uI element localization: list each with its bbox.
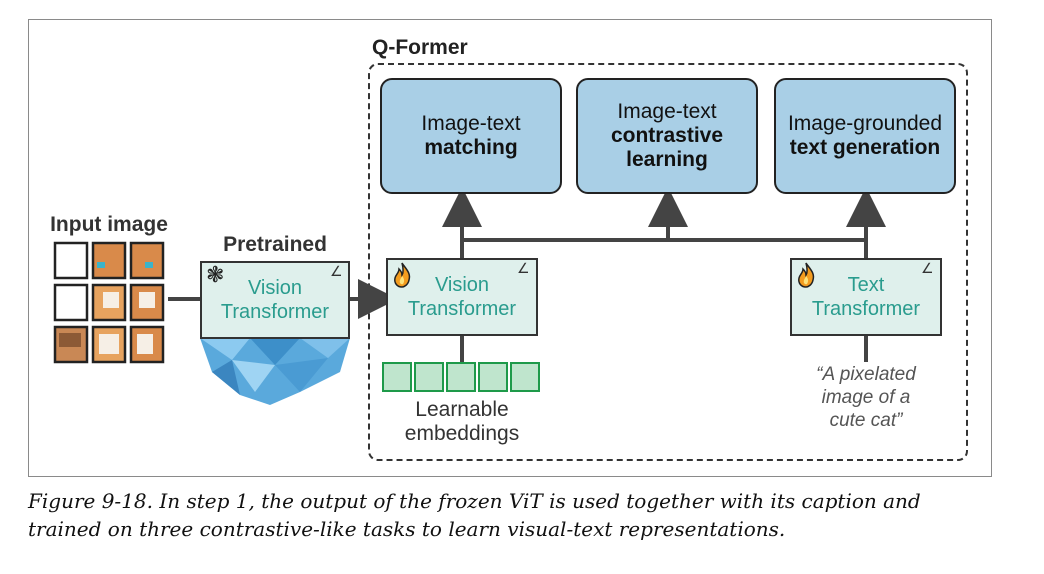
chart-icon: ∠ [517,260,530,276]
embeddings-label-line2: embeddings [404,422,520,446]
transformer-line1: Vision [434,274,490,296]
embedding-cell [414,362,444,392]
task-image-text-matching: Image-text matching [380,78,562,194]
task-line1: Image-text [617,99,717,123]
task-line2: matching [424,136,518,159]
text-caption-quote: “A pixelated image of a cute cat” [790,364,942,432]
task-image-grounded-generation: Image-grounded text generation [774,78,956,194]
transformer-line1: Vision [247,277,303,299]
chart-icon: ∠ [330,263,343,279]
learnable-embeddings [382,362,540,392]
flame-icon [394,262,411,288]
embedding-cell [382,362,412,392]
quote-line3: cute cat” [829,409,903,431]
flame-icon [798,262,815,288]
figure-caption: Figure 9-18. In step 1, the output of th… [28,487,1018,543]
task-line2: contrastive learning [610,123,724,172]
snowflake-icon: ❃ [206,262,225,287]
caption-line1: Figure 9-18. In step 1, the output of th… [28,489,921,513]
embeddings-label: Learnable embeddings [374,398,550,446]
transformer-line2: Transformer [407,298,517,320]
task-line1: Image-text [421,111,521,135]
input-image-label: Input image [50,213,168,236]
transformer-line2: Transformer [220,301,330,323]
trainable-vision-transformer: Vision Transformer [386,258,538,336]
embedding-cell [446,362,476,392]
task-line2: text generation [789,136,941,159]
transformer-line2: Transformer [811,298,921,320]
quote-line2: image of a [821,386,911,408]
transformer-line1: Text [847,274,885,296]
frozen-vision-transformer: Vision Transformer [200,261,350,339]
embeddings-label-line1: Learnable [415,398,509,421]
pretrained-label: Pretrained [223,233,327,256]
caption-line2: trained on three contrastive-like tasks … [28,517,786,541]
quote-line1: “A pixelated [816,364,916,385]
chart-icon: ∠ [921,260,934,276]
iceberg-graphic [200,338,350,405]
qformer-boundary [368,63,968,461]
qformer-title: Q-Former [372,36,468,59]
text-transformer: Text Transformer [790,258,942,336]
task-image-text-contrastive: Image-text contrastive learning [576,78,758,194]
task-line1: Image-grounded [787,111,943,135]
embedding-cell [478,362,508,392]
embedding-cell [510,362,540,392]
